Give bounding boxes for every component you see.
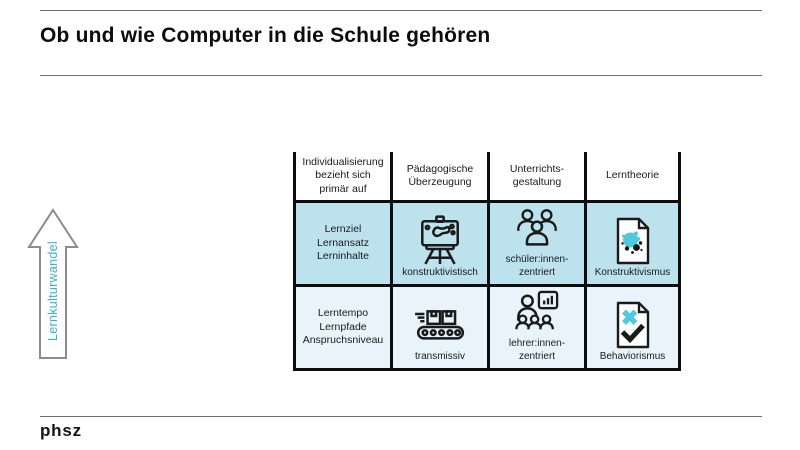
- cell-lernziel: Lernziel Lernansatz Lerninhalte: [293, 203, 390, 287]
- cell-behaviorismus: Behaviorismus: [584, 287, 681, 371]
- top-rule: [40, 10, 762, 11]
- cell-konstruktivistisch: konstruktivistisch: [390, 203, 487, 287]
- teacher-icon: [514, 290, 560, 336]
- document-check-icon: [609, 301, 657, 349]
- footer-rule: [40, 416, 762, 417]
- pedagogy-matrix: Individualisierung bezieht sich primär a…: [293, 152, 681, 371]
- document-splash-icon: [609, 217, 657, 265]
- cell-lerntempo: Lerntempo Lernpfade Anspruchsniveau: [293, 287, 390, 371]
- students-icon: [514, 206, 560, 252]
- cell-transmissiv: transmissiv: [390, 287, 487, 371]
- easel-icon: [415, 214, 465, 265]
- lernkulturwandel-arrow: Lernkulturwandel: [27, 208, 79, 360]
- cell-konstruktivismus: Konstruktivismus: [584, 203, 681, 287]
- phsz-logo: phsz: [40, 421, 82, 440]
- arrow-label: Lernkulturwandel: [46, 241, 60, 341]
- header-unterrichtsgestaltung: Unterrichts- gestaltung: [487, 152, 584, 203]
- page-title: Ob und wie Computer in die Schule gehöre…: [40, 24, 491, 47]
- title-underline-rule: [40, 75, 762, 76]
- cell-lehrerzentriert: lehrer:innen- zentriert: [487, 287, 584, 371]
- header-individualisierung: Individualisierung bezieht sich primär a…: [293, 152, 390, 203]
- cell-schuelerzentriert: schüler:innen- zentriert: [487, 203, 584, 287]
- up-arrow-icon: [27, 208, 79, 359]
- header-lerntheorie: Lerntheorie: [584, 152, 681, 203]
- header-paedagogische-ueberzeugung: Pädagogische Überzeugung: [390, 152, 487, 203]
- conveyor-icon: [413, 307, 467, 349]
